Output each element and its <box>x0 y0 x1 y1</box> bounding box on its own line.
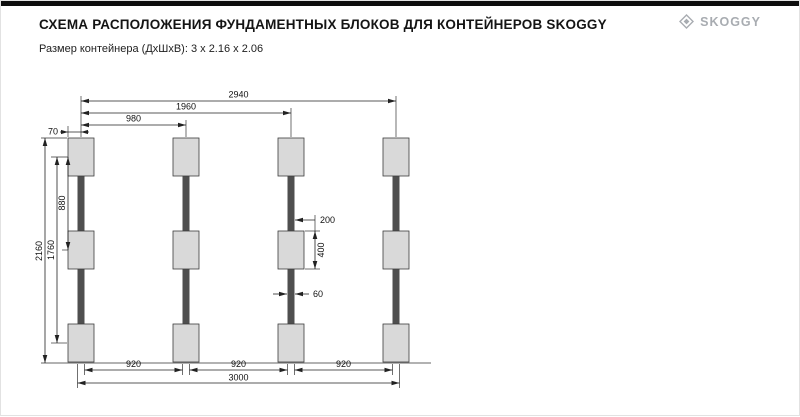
dim-label-top-mid: 1960 <box>176 102 196 112</box>
page-title: СХЕМА РАСПОЛОЖЕНИЯ ФУНДАМЕНТНЫХ БЛОКОВ Д… <box>39 17 607 32</box>
brand-name: SKOGGY <box>700 14 761 29</box>
dim-label-left-mid: 1760 <box>46 240 56 260</box>
block <box>172 323 200 363</box>
dim-label-left-overall: 2160 <box>34 241 44 261</box>
container-size-subtitle: Размер контейнера (ДхШхВ): 3 х 2.16 х 2.… <box>39 43 264 55</box>
block <box>277 137 305 177</box>
extension-lines <box>41 96 431 388</box>
dim-label-top-quarter: 980 <box>126 114 141 124</box>
block <box>277 323 305 363</box>
block <box>382 137 410 177</box>
dim-label-row-gap: 880 <box>57 195 67 210</box>
foundation-beams <box>77 151 400 349</box>
block <box>382 323 410 363</box>
block <box>277 230 305 270</box>
block <box>382 230 410 270</box>
dim-label-edge-offset: 70 <box>48 127 58 137</box>
block <box>67 323 95 363</box>
dimension-lines <box>42 98 400 386</box>
brand-logo: SKOGGY <box>679 14 761 29</box>
block <box>67 230 95 270</box>
dim-label-top-overall: 2940 <box>228 90 248 100</box>
dimension-labels: 2940 1960 980 70 2160 1760 880 200 400 6… <box>34 90 351 383</box>
dim-label-bottom-gap-3: 920 <box>336 359 351 369</box>
dim-label-block-offset: 200 <box>320 215 335 225</box>
dim-label-bottom-overall: 3000 <box>228 373 248 383</box>
skoggy-diamond-icon <box>679 14 695 29</box>
block <box>172 230 200 270</box>
top-black-bar <box>1 1 799 6</box>
dim-label-bottom-gap-2: 920 <box>231 359 246 369</box>
foundation-blocks <box>67 137 410 363</box>
dim-label-beam-width: 60 <box>313 289 323 299</box>
block <box>172 137 200 177</box>
dim-label-block-length: 400 <box>316 242 326 257</box>
block <box>67 137 95 177</box>
dim-label-bottom-gap-1: 920 <box>126 359 141 369</box>
